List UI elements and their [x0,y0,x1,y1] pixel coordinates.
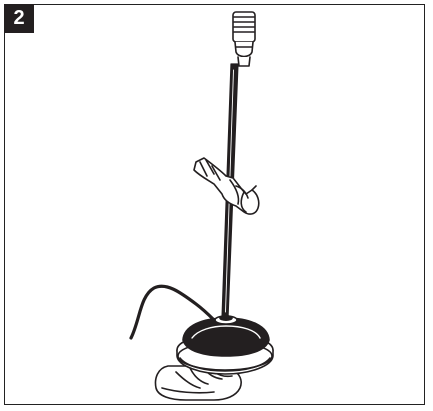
lamp-socket [232,11,256,67]
hand-icon [193,157,260,215]
power-cord [129,284,216,340]
lamp-base [176,314,274,375]
step-number-badge: 2 [4,4,34,33]
